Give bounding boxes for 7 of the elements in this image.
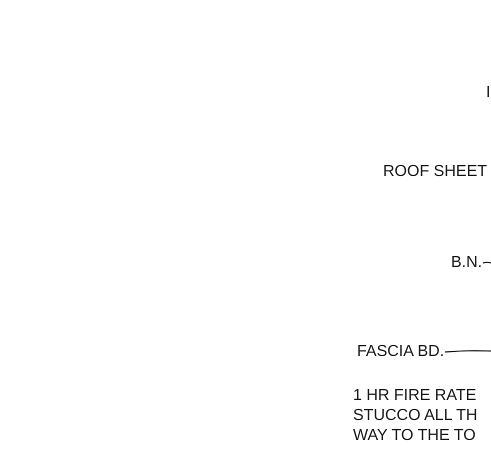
callout-label: B.N. [451, 253, 482, 273]
leader-line [482, 262, 491, 264]
callout-label: FASCIA BD. [357, 342, 444, 362]
leader-line [444, 350, 491, 353]
note-text: ROOF SHEET [383, 162, 488, 182]
note-text: 1 HR FIRE RATE STUCCO ALL TH WAY TO THE TO [353, 386, 478, 446]
letter-fragment: I [486, 83, 490, 103]
